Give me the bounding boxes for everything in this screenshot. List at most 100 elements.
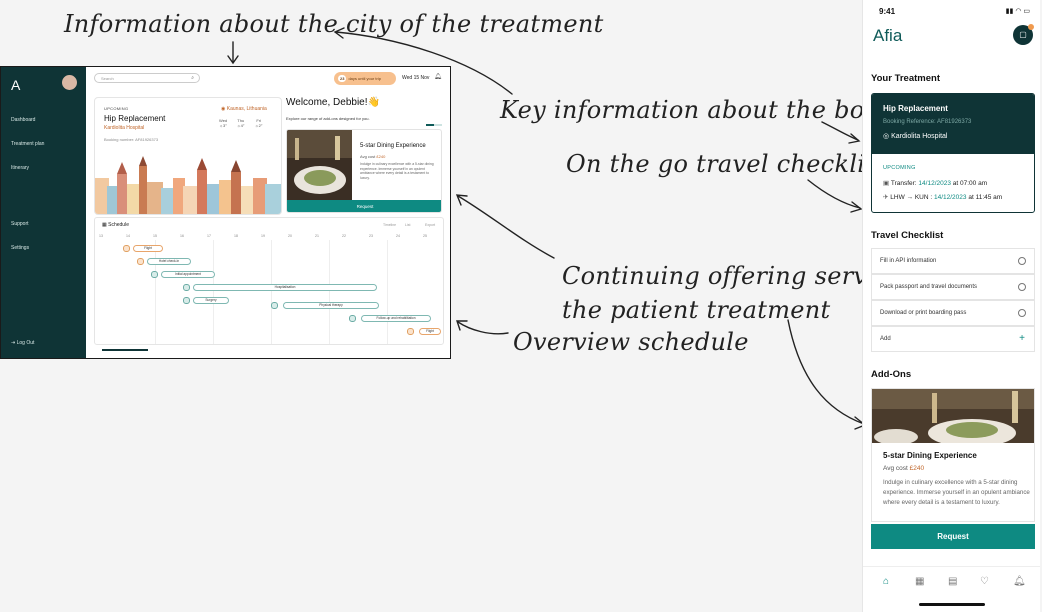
day-label: 21 — [315, 234, 319, 238]
plus-icon: + — [1019, 333, 1025, 344]
bell-icon[interactable]: 🔔︎ — [1013, 576, 1026, 587]
grid-line — [155, 240, 156, 344]
sidebar-item-support[interactable]: Support — [11, 221, 29, 227]
therapy-icon — [271, 302, 278, 309]
message-icon: ▢ — [1019, 30, 1027, 39]
add-label: Add — [880, 336, 891, 342]
calendar-icon[interactable]: ▦ — [915, 576, 925, 587]
event-surgery[interactable]: Surgery — [193, 297, 229, 304]
event-initial-appointment[interactable]: Initial appointment — [161, 271, 215, 278]
checklist-item[interactable]: Download or print boarding pass — [871, 300, 1035, 326]
search-placeholder: Search — [101, 76, 114, 81]
grid-line — [213, 240, 214, 344]
day-label: 16 — [180, 234, 184, 238]
horizontal-scrollbar[interactable] — [102, 349, 148, 351]
checklist-item[interactable]: Fill in API information — [871, 248, 1035, 274]
event-follow-up[interactable]: Follow-up and rehabilitation — [361, 315, 431, 322]
schedule-panel: ▦ Schedule Timeline List Export 13 14 15… — [94, 217, 444, 345]
carousel-indicator[interactable] — [426, 124, 442, 126]
booking-number: Booking number: AF81926373 — [104, 137, 159, 142]
rehab-icon — [349, 315, 356, 322]
app-logo: A — [11, 77, 21, 93]
checklist-add[interactable]: Add + — [871, 326, 1035, 352]
dining-photo — [872, 389, 1034, 443]
search-input[interactable]: Search ⌕ — [94, 73, 200, 83]
app-logo: Afia — [873, 26, 903, 45]
day-label: 22 — [342, 234, 346, 238]
annotation-overview: Overview schedule — [513, 328, 749, 356]
event-physical-therapy[interactable]: Physical therapy — [283, 302, 379, 309]
desktop-sidebar: A Dashboard Treatment plan Itinerary Sup… — [1, 67, 86, 358]
request-button[interactable]: Request — [287, 200, 441, 212]
addon-cost-value: £240 — [376, 154, 386, 159]
hospital-name: Kardiolita Hospital — [891, 133, 948, 140]
addon-cost: Avg cost £240 — [883, 465, 924, 472]
annotation-checklist: On the go travel checklist — [566, 150, 888, 178]
weather-day-name: Thu — [237, 118, 245, 123]
sidebar-item-dashboard[interactable]: Dashboard — [11, 117, 36, 123]
pin-icon: ◉ — [221, 106, 227, 112]
addon-card[interactable]: 5-star Dining Experience Avg cost £240 I… — [286, 129, 442, 213]
upcoming-label: UPCOMING — [104, 106, 129, 111]
weather-day-name: Wed — [219, 118, 228, 123]
annotation-services-line2: the patient treatment — [562, 296, 831, 324]
checkbox-radio[interactable] — [1018, 309, 1026, 317]
day-label: 13 — [99, 234, 103, 238]
sidebar-item-treatment-plan[interactable]: Treatment plan — [11, 141, 45, 147]
weather-day: Wed☼3° — [219, 118, 227, 128]
day-label: 17 — [207, 234, 211, 238]
logout-button[interactable]: ⇥ Log Out — [11, 340, 34, 346]
day-label: 25 — [423, 234, 427, 238]
home-indicator — [919, 603, 985, 606]
add-ons-heading: Add-Ons — [871, 369, 912, 380]
mobile-app-screen: 9:41 ▮▮ ◠ ▭ Afia ▢ Your Treatment Hip Re… — [862, 0, 1040, 612]
checklist-item-label: Download or print boarding pass — [880, 310, 967, 316]
event-hospitalisation[interactable]: Hospitalisation — [193, 284, 377, 291]
bottom-tab-bar: ⌂ ▦ ▤ ♡ 🔔︎ — [863, 566, 1040, 598]
addon-title: 5-star Dining Experience — [360, 143, 426, 149]
treatment-card[interactable]: UPCOMING Hip Replacement Kardiolita Hosp… — [94, 97, 282, 215]
explore-text: Explore our range of add-ons designed fo… — [286, 116, 370, 121]
request-button[interactable]: Request — [871, 524, 1035, 549]
day-label: 23 — [369, 234, 373, 238]
day-label: 15 — [153, 234, 157, 238]
hospital-name: Kardiolita Hospital — [104, 125, 145, 131]
home-icon[interactable]: ⌂ — [883, 576, 890, 587]
sidebar-item-itinerary[interactable]: Itinerary — [11, 165, 30, 171]
list-toggle[interactable]: List — [405, 223, 411, 227]
event-hotel-check-in[interactable]: Hotel check-in — [147, 258, 191, 265]
addon-cost-value: £240 — [909, 465, 925, 472]
addon-description: Indulge in culinary excellence with a 5-… — [360, 162, 434, 180]
status-time: 9:41 — [879, 7, 896, 16]
checkbox-radio[interactable] — [1018, 257, 1026, 265]
surgery-icon — [183, 297, 190, 304]
documents-icon[interactable]: ▤ — [948, 576, 958, 587]
avatar[interactable] — [62, 75, 77, 90]
grid-line — [329, 240, 330, 344]
event-flight-return[interactable]: Flight — [419, 328, 441, 335]
messages-button[interactable]: ▢ — [1013, 24, 1034, 45]
timeline-toggle[interactable]: Timeline — [383, 223, 397, 227]
days-label: days until your trip — [348, 76, 381, 81]
sidebar-item-settings[interactable]: Settings — [11, 245, 30, 251]
checklist-item[interactable]: Pack passport and travel documents — [871, 274, 1035, 300]
desktop-app-window: A Dashboard Treatment plan Itinerary Sup… — [0, 66, 451, 359]
plane-icon: ✈ — [883, 194, 891, 201]
heart-icon[interactable]: ♡ — [980, 576, 989, 587]
carousel-active-dot — [426, 124, 434, 126]
calendar-icon: ▦ — [102, 222, 109, 228]
event-flight[interactable]: Flight — [133, 245, 163, 252]
pin-icon: ◎ — [883, 133, 892, 140]
treatment-card[interactable]: Hip Replacement Booking Reference: AF819… — [871, 93, 1035, 213]
treatment-card-header — [872, 94, 1034, 154]
checkbox-radio[interactable] — [1018, 283, 1026, 291]
addon-cost: Avg cost £240 — [360, 154, 385, 159]
addon-card[interactable]: 5-star Dining Experience Avg cost £240 I… — [871, 388, 1035, 522]
current-date: Wed 15 Nov — [402, 75, 430, 81]
export-button[interactable]: Export — [425, 223, 436, 227]
upcoming-label: UPCOMING — [883, 165, 916, 171]
hospital-row: ◎ Kardiolita Hospital — [883, 132, 947, 140]
weather-temp: ☼2° — [255, 123, 263, 128]
bell-icon[interactable]: 🔔︎ — [434, 74, 442, 80]
